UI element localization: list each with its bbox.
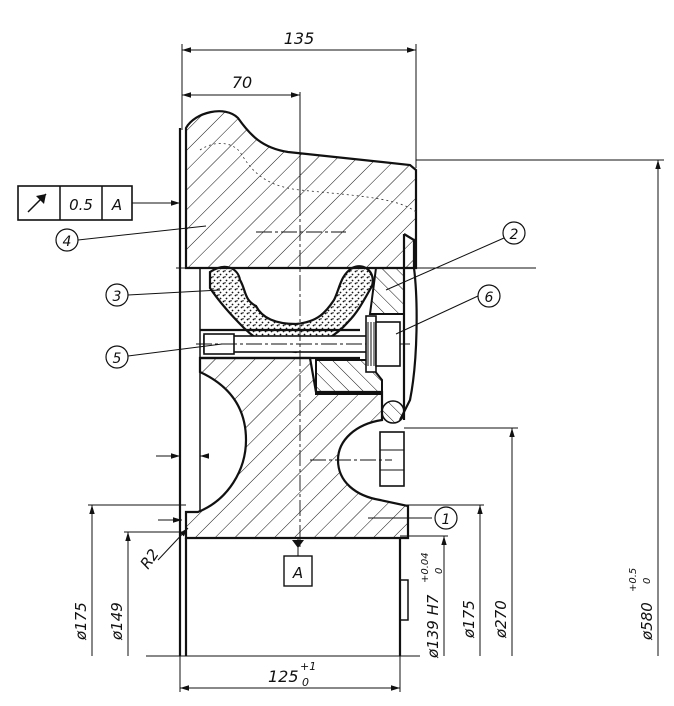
dim-overall-width: 135	[284, 29, 315, 48]
dim-dia-580: ø580 +0.5 0	[628, 568, 656, 641]
datum-label: A	[292, 564, 303, 582]
datum-feature: A	[283, 538, 313, 587]
dim-dia-580-tol-lower: 0	[642, 578, 653, 584]
rim-section-upper	[184, 110, 418, 270]
retaining-ring	[381, 400, 405, 424]
hub-section	[184, 356, 410, 540]
wheel-section	[176, 110, 536, 656]
balloon-3: 3	[105, 283, 221, 307]
dim-dia-139: ø139 H7 +0.04 0	[420, 552, 445, 659]
balloon-5-label: 5	[113, 351, 122, 367]
dim-bore-width-tol-lower: 0	[302, 676, 309, 689]
dim-dia-139-tol-upper: +0.04	[420, 552, 431, 583]
dim-dia-580-value: ø580	[638, 602, 656, 641]
dim-radius: R2	[137, 546, 163, 573]
balloon-6-label: 6	[485, 290, 494, 306]
dim-dia-175-right: ø175	[460, 600, 478, 639]
hub-nut	[379, 431, 405, 487]
balloon-2-label: 2	[510, 227, 519, 243]
balloon-6: 6	[395, 284, 501, 335]
bore-keyway	[400, 579, 409, 621]
tolerance-value: 0.5	[69, 196, 93, 214]
circular-runout-icon	[27, 193, 47, 213]
balloon-2: 2	[385, 221, 526, 291]
balloon-3-label: 3	[113, 289, 122, 305]
tolerance-frame: 0.5 A	[17, 185, 180, 221]
tolerance-datum: A	[111, 196, 122, 214]
dim-dia-149: ø149	[108, 602, 126, 641]
dim-bore-width-value: 125	[268, 667, 299, 686]
nut-thread	[367, 322, 375, 366]
dim-center-offset: 70	[232, 73, 252, 92]
dim-dia-270: ø270	[492, 600, 510, 639]
nut	[375, 321, 401, 367]
dim-bore-width-tol-upper: +1	[300, 660, 316, 673]
balloon-4: 4	[55, 225, 207, 252]
balloon-5: 5	[105, 343, 223, 369]
balloon-4-label: 4	[63, 234, 72, 250]
insert-ring	[368, 267, 405, 315]
dim-bore-width: 125 +1 0	[268, 660, 316, 689]
dim-dia-139-value: ø139 H7	[424, 594, 442, 659]
dim-dia-580-tol-upper: +0.5	[628, 568, 639, 592]
dim-dia-139-tol-lower: 0	[434, 568, 445, 574]
balloon-1-label: 1	[442, 512, 451, 528]
dim-dia-175-left: ø175	[72, 602, 90, 641]
dimension-lines	[88, 44, 664, 692]
wear-line	[199, 143, 417, 213]
balloon-1: 1	[368, 506, 458, 530]
